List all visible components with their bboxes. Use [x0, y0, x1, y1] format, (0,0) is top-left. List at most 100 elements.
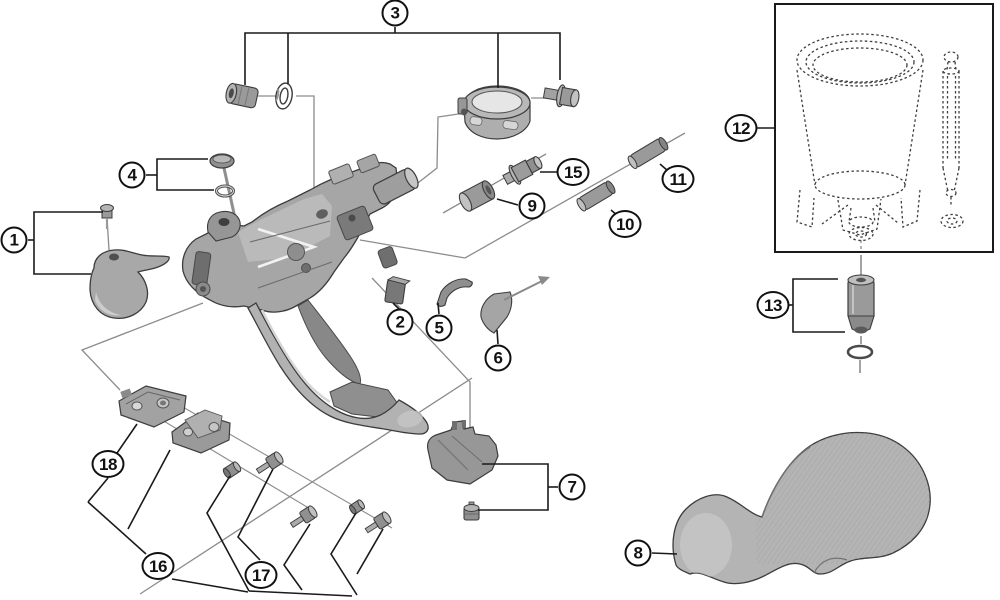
cover-fold-1: [437, 439, 469, 471]
callout-2: 2: [386, 308, 414, 336]
bracket-17-e: [356, 528, 384, 575]
pivot-circle: [287, 243, 305, 261]
bleed-funnel-part12: [796, 33, 924, 242]
body-rib-2: [257, 261, 333, 289]
callout-number: 5: [434, 318, 444, 338]
adapter-tip: [854, 326, 868, 334]
bracket-17-a: [206, 475, 250, 592]
ring-part9: [458, 180, 496, 212]
bracket-16-a: [87, 501, 147, 555]
syringe-oring: [940, 213, 964, 229]
callout-number: 15: [564, 162, 582, 182]
bracket-18-a: [114, 423, 138, 457]
body-tower: [206, 210, 241, 242]
bracket-13: [792, 278, 845, 333]
paddle-screw-hole: [109, 253, 119, 261]
callout-number: 10: [616, 214, 634, 234]
reach-cap-group: [209, 153, 237, 219]
callout-number: 3: [390, 3, 400, 23]
hood-knurl-texture: [756, 432, 931, 564]
brake-lever-blade: [247, 302, 429, 435]
connector-9: [496, 198, 519, 206]
bracket-3: [244, 32, 561, 85]
bracket-17-f: [248, 590, 353, 597]
mount-plate-1: [118, 385, 187, 428]
callout-number: 16: [149, 556, 167, 576]
funnel-adapter-part13: [847, 274, 875, 334]
callout-17: 17: [244, 561, 278, 589]
plate-nut-2: [349, 499, 365, 515]
plate-nut-1: [222, 461, 242, 479]
inner-shift-paddle: [297, 299, 361, 385]
side-port: [377, 246, 398, 269]
hood-cover-part8: [672, 431, 931, 585]
bracket-17-d: [330, 512, 358, 596]
main-body: [181, 153, 419, 313]
bracket-17-c: [283, 523, 311, 591]
callout-number: 6: [493, 348, 503, 368]
callout-7: 7: [558, 473, 586, 501]
bolt-part15: [502, 156, 543, 186]
bottom-cover-part7: [426, 420, 499, 485]
bracket-16-b: [171, 578, 249, 593]
callout-1: 1: [0, 226, 28, 254]
adapter-oring-part13: [846, 344, 874, 360]
callout-number: 4: [127, 165, 137, 185]
clamp-slot-1: [469, 116, 483, 126]
cap-oring-inner: [215, 185, 235, 197]
leader-oring3-to-body: [296, 95, 315, 196]
nose-cylinder: [372, 167, 419, 205]
name-plate-arrow-shaft: [503, 279, 545, 301]
rear-bolt: [348, 214, 356, 222]
plate-screw-3: [364, 511, 392, 534]
box-12: [774, 3, 994, 253]
name-plate-part6: [480, 276, 550, 334]
callout-number: 18: [99, 454, 117, 474]
cover-fold-2: [451, 435, 483, 463]
rubber-block-part2: [384, 276, 411, 305]
callout-6: 6: [484, 344, 512, 372]
callout-5: 5: [425, 314, 453, 342]
callout-18: 18: [91, 450, 125, 478]
shift-paddle-part1: [89, 249, 170, 319]
clamp-slot-2: [502, 120, 519, 131]
callout-number: 13: [764, 295, 782, 315]
cable-barrel-part10: [576, 180, 616, 212]
hook-lever-part5: [436, 278, 473, 307]
callout-number: 1: [9, 230, 19, 250]
plate-screw-1: [255, 451, 284, 474]
bracket-16-c: [127, 449, 171, 530]
cover-screw-part7: [463, 501, 480, 521]
callout-10: 10: [608, 210, 642, 238]
cover-pin-1: [452, 421, 457, 430]
bracket-18-b: [87, 477, 109, 503]
connector-2: [392, 302, 400, 310]
body-side-hole: [316, 209, 328, 219]
bleed-syringe-part12: [940, 51, 964, 229]
mount-plate-2: [171, 409, 231, 454]
callout-number: 2: [395, 312, 405, 332]
cable-barrel-part11: [627, 137, 669, 169]
cap-pin: [222, 167, 237, 219]
paddle-screw: [100, 204, 114, 229]
cover-pin-2: [462, 420, 466, 428]
callout-number: 17: [252, 565, 270, 585]
leader-body-to-plates: [80, 302, 204, 391]
bolt-part3: [225, 82, 259, 109]
oring-part3: [275, 82, 293, 110]
callout-8: 8: [624, 539, 652, 567]
body-rib-1: [249, 220, 331, 243]
plate-screw-2: [289, 505, 318, 528]
callout-9: 9: [518, 192, 546, 220]
clamp-band-inner: [471, 90, 523, 114]
callout-number: 11: [669, 169, 687, 189]
clamp-band: [457, 85, 531, 140]
callout-4: 4: [118, 161, 146, 189]
clamp-screw: [542, 84, 580, 108]
callout-number: 9: [527, 196, 537, 216]
cable-line: [359, 132, 686, 259]
hood-front-highlight: [680, 513, 732, 577]
hood-bottom-notch: [813, 557, 848, 574]
